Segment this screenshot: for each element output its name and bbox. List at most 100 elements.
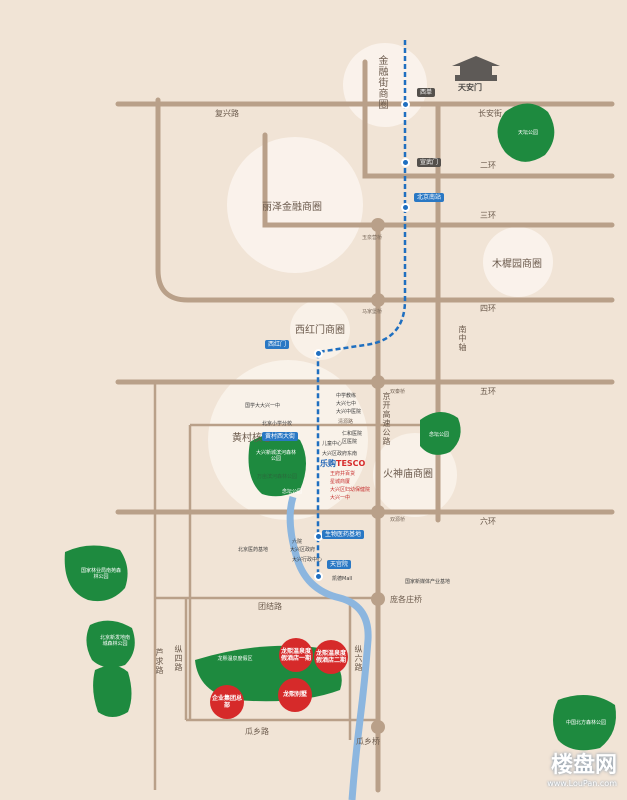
station-xidan: 西单: [417, 88, 436, 97]
road-tuanjie: 团结路: [258, 602, 282, 611]
station-dot-xihongmen: [314, 349, 323, 358]
district-mushuyuan: 木樨园商圈: [492, 259, 542, 270]
park-label-daxing: 大兴新城滨河森林公园: [256, 450, 297, 462]
road-nanzhongzhou: 南中轴: [458, 325, 467, 352]
hotel-villa: 龙熙别墅: [278, 678, 312, 712]
poi-xuexiao1: 中学教练: [336, 393, 357, 399]
label-shuanghe: 双秦桥: [390, 389, 406, 395]
poi-rongxi: 区医院: [342, 439, 358, 445]
road-ring5: 五环: [480, 387, 496, 396]
logo-main: 楼盘网: [550, 753, 617, 778]
road-ring3: 三环: [480, 211, 496, 220]
hotel-phase1: 龙熙温泉度假酒店一期: [279, 638, 313, 672]
park-lvhua: [420, 411, 461, 455]
label-shuangyuan: 双源桥: [390, 517, 406, 523]
station-shengwuyiyao: 生物医药基地: [322, 530, 365, 539]
tesco-prefix: 乐购: [320, 459, 336, 468]
road-guaxiang: 瓜乡路: [245, 727, 269, 736]
park-label-left1: 国家林业局南苑森林公园: [80, 568, 121, 580]
station-beijingnan: 北京南站: [414, 193, 445, 202]
poi-renhe: 仁和医院: [342, 431, 363, 437]
poi-yizhong: 大兴一中: [330, 495, 351, 501]
poi-dushi: 大兴区政府: [290, 547, 316, 553]
road-fuxing: 复兴路: [215, 109, 239, 118]
poi-xingcheng: 星城商厦: [330, 479, 351, 485]
station-dot-tiangongyuan: [314, 572, 323, 581]
poi-tingyin: 凯德Mall: [332, 576, 353, 582]
poi-wangfu: 王府井百货: [330, 471, 356, 477]
station-huangcunxidajie: 黄村西大街: [262, 432, 299, 441]
district-lize: 丽泽金融商圈: [262, 202, 322, 213]
station-dot-xuanwumen: [401, 158, 410, 167]
poi-riverlabel: 念坛公园: [282, 489, 303, 495]
node-shuangyuan: [371, 505, 385, 519]
park-label-zhongguo: 中国北方森林公园: [565, 720, 606, 726]
station-xihongmen: 西红门: [265, 340, 290, 349]
station-xuanwumen: 宣武门: [417, 158, 442, 167]
district-jinrongjie: 金融街商圈: [376, 55, 387, 110]
label-majiapu: 马家堡桥: [362, 309, 383, 315]
logo-sub: www.LouPan.com: [547, 779, 617, 788]
road-ring6: 六环: [480, 517, 496, 526]
district-huoshenmiao: 火神庙商圈: [383, 469, 433, 480]
station-dot-xidan: [401, 100, 410, 109]
district-circle-lize: [227, 137, 363, 273]
poi-ertong: 儿童中心: [322, 441, 343, 447]
metro-line: [316, 40, 407, 578]
poi-tesco: 乐购TESCO: [320, 458, 365, 469]
poi-xiaoxue: 北京小学分校: [262, 421, 293, 427]
park-daxing: [248, 433, 306, 497]
road-zongsi: 纵四路: [174, 645, 183, 672]
district-circle-mushuyuan: [483, 227, 553, 297]
park-left3: [93, 665, 132, 717]
poi-shengwu: 北京医药基地: [238, 547, 269, 553]
ring2-line: [362, 59, 615, 179]
poi-xuexiao3: 大兴中医院: [336, 409, 362, 415]
park-left2: [86, 620, 135, 668]
poi-baojianyuan: 大兴区妇幼保健院: [330, 487, 371, 493]
district-huangcun: 黄村核心: [232, 433, 272, 444]
park-label-wanshou: 万亩滨河森林公园: [256, 474, 297, 480]
road-changan: 长安街: [478, 109, 502, 118]
park-tiantan: [497, 103, 555, 162]
label-yuquanying: 玉泉营桥: [362, 235, 383, 241]
node-shuanghe: [371, 375, 385, 389]
park-label-tiantan: 天坛公园: [517, 130, 538, 136]
watermark-logo: 楼盘网 www.LouPan.com: [547, 747, 617, 788]
poi-yisheng: 六院: [292, 539, 303, 545]
park-zhongguo: [553, 695, 616, 751]
poi-xuexiao2: 大兴七中: [336, 401, 357, 407]
node-yuquanying: [371, 218, 385, 232]
ring3-line: [262, 132, 615, 228]
ring4-line: [155, 97, 615, 303]
label-guaxiangqiao: 瓜乡桥: [356, 737, 380, 746]
tesco-brand: TESCO: [336, 459, 366, 468]
hotel-phase2: 龙熙温泉度假酒店二期: [314, 640, 348, 674]
river: [286, 495, 372, 800]
poi-xingzheng: 大兴行政中心: [292, 557, 323, 563]
road-luqiu: 芦求路: [155, 648, 164, 675]
poi-hanziyuan: 国家新媒体产业基地: [405, 579, 451, 585]
node-majiapu: [371, 293, 385, 307]
project-green-label: 龙熙温泉度假区: [217, 656, 253, 662]
poi-tesco-sub: 大兴区政府东南: [322, 451, 358, 457]
road-ring4: 四环: [480, 304, 496, 313]
district-circle-xihongmen: [290, 300, 350, 360]
node-panggezhuang: [371, 592, 385, 606]
label-tiananmen: 天安门: [458, 83, 482, 92]
tiananmen-icon: [452, 56, 500, 81]
hotel-hq: 企业集团总部: [210, 685, 244, 719]
park-label-lvhua: 念坛公园: [428, 432, 449, 438]
road-qinghe: 清源路: [338, 419, 354, 425]
park-label-left2: 北京新发地南城森林公园: [100, 635, 131, 647]
station-tiangongyuan: 天宫院: [327, 560, 352, 569]
road-ring2: 二环: [480, 161, 496, 170]
road-jingkai: 京开高速公路: [382, 392, 391, 446]
label-panggezhuang: 庞各庄桥: [390, 595, 422, 604]
poi-lishu: 国学大大兴一中: [245, 403, 281, 409]
station-dot-beijingnan: [401, 203, 410, 212]
node-guaxiangqiao: [371, 720, 385, 734]
district-xihongmen: 西红门商圈: [295, 325, 345, 336]
